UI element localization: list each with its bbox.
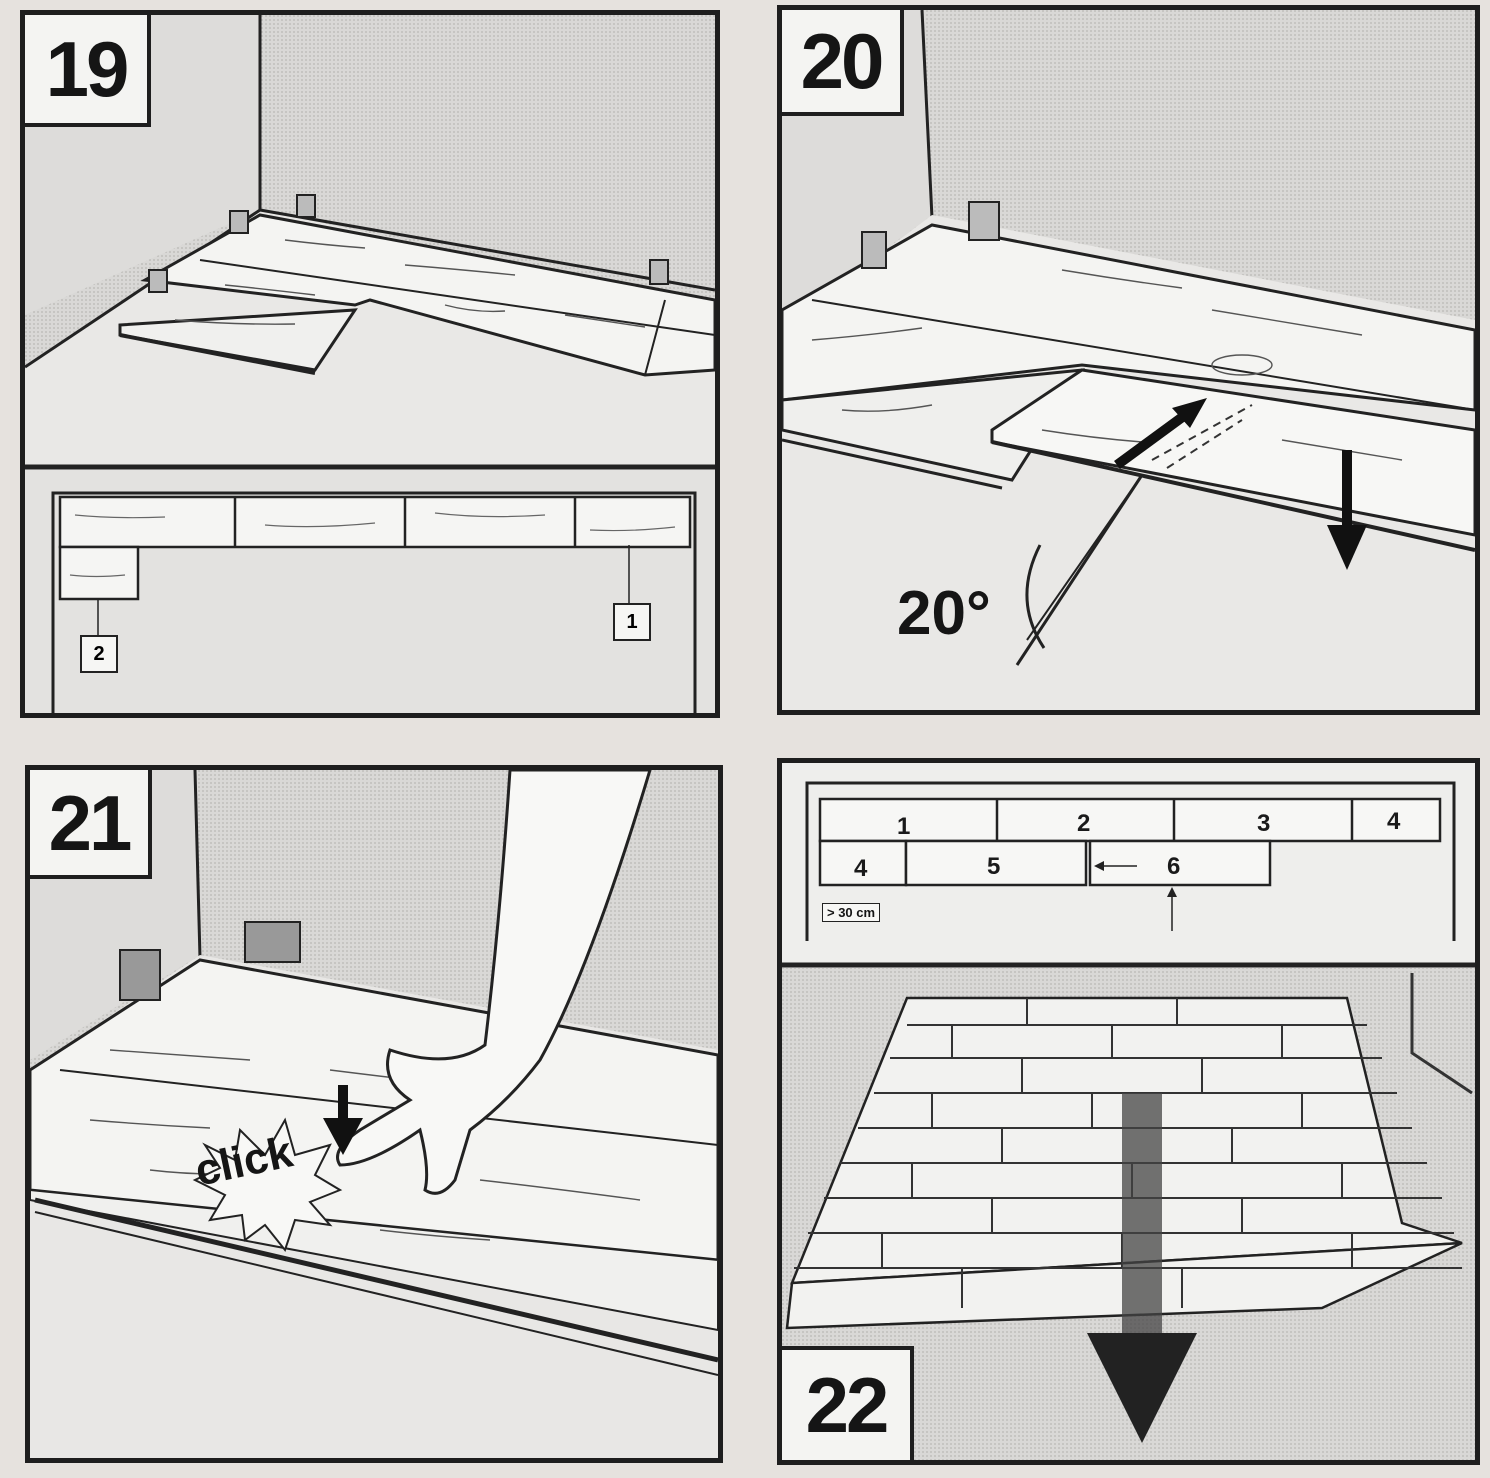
step-number: 19 (25, 15, 151, 127)
panel-step-22: 1 2 3 4 4 5 6 > 30 cm 22 (777, 758, 1480, 1465)
layout-row1-cell-2: 2 (1077, 810, 1091, 837)
layout-row1-cell-3: 3 (1257, 810, 1271, 837)
layout-row1-cell-4: 4 (1387, 808, 1401, 835)
step-19-illustration (25, 15, 715, 713)
step-20-illustration (782, 10, 1475, 710)
step-22-illustration (782, 763, 1475, 1460)
layout-row2-cell-6: 6 (1167, 853, 1181, 880)
layout-row2-cell-5: 5 (987, 853, 1001, 880)
panel-step-21: 21 click (25, 765, 723, 1463)
board-label-1: 1 (613, 603, 651, 641)
step-number: 20 (782, 10, 904, 116)
step-number: 22 (782, 1346, 914, 1460)
panel-step-19: 19 1 2 (20, 10, 720, 718)
board-label-2: 2 (80, 635, 118, 673)
layout-row1-cell-1: 1 (897, 813, 911, 840)
layout-row2-cell-4: 4 (854, 855, 868, 882)
minimum-offset-label: > 30 cm (822, 903, 881, 922)
step-21-illustration (30, 770, 718, 1458)
angle-label: 20° (897, 579, 991, 648)
panel-step-20: 20 20° (777, 5, 1480, 715)
step-number: 21 (30, 770, 152, 879)
